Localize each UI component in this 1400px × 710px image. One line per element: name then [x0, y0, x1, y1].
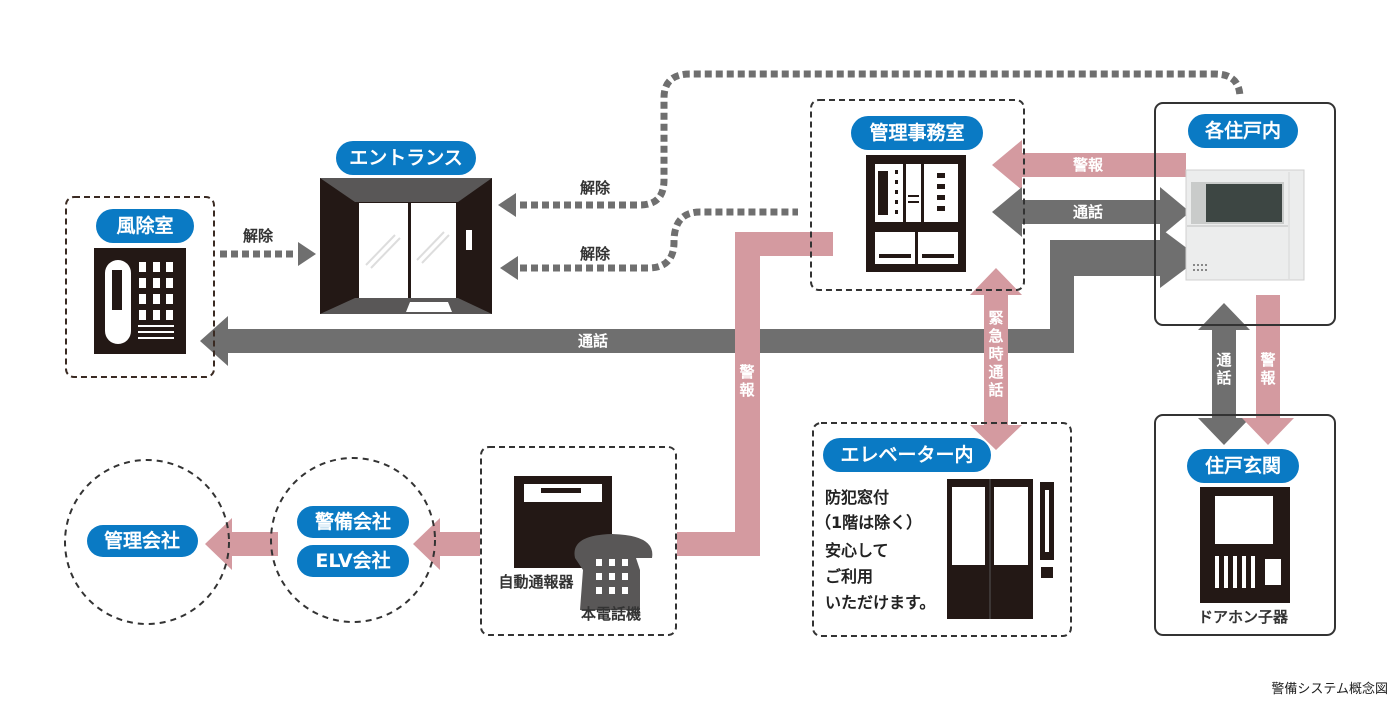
node-management-company: 管理会社: [64, 459, 230, 625]
room-monitor-icon: [1185, 169, 1305, 281]
svg-text:（1階は除く）: （1階は除く）: [815, 513, 922, 532]
automatic-door-icon: [320, 178, 492, 314]
svg-text:通: 通: [988, 363, 1003, 381]
call-label-unit-entrance-2: 話: [1216, 369, 1231, 387]
svg-text:ご利用: ご利用: [825, 567, 873, 586]
svg-text:防犯窓付: 防犯窓付: [825, 488, 889, 507]
node-auto-dialer: 自動通報器 本電話機: [480, 446, 677, 636]
svg-text:警備会社: 警備会社: [315, 510, 391, 533]
svg-text:安心して: 安心して: [825, 541, 889, 560]
release-line-bottom: [520, 208, 798, 272]
pill-management-office: [851, 116, 983, 150]
intercom-panel-icon: [94, 248, 186, 354]
alarm-label-unit-office: 警報: [1072, 156, 1104, 174]
pill-elevator-company: [297, 545, 409, 577]
svg-text:各住戸内: 各住戸内: [1204, 119, 1281, 142]
svg-text:エントランス: エントランス: [349, 147, 463, 169]
release-line-top: [520, 70, 1244, 209]
svg-text:時: 時: [988, 345, 1003, 363]
elevator-description: 防犯窓付 （1階は除く） 安心して ご利用 いただけます。: [815, 488, 935, 612]
release-label-windbreak: 解除: [243, 227, 274, 245]
control-panel-icon: [866, 155, 966, 272]
release-arrowhead-bottom: [500, 256, 518, 280]
release-arrowhead-top: [498, 193, 516, 217]
telephone-icon: [574, 534, 653, 610]
pill-security-company: [297, 506, 409, 538]
emergency-call-arrow: [970, 268, 1022, 450]
call-label-office-unit: 通話: [1073, 203, 1103, 221]
pill-entrance: [336, 141, 476, 175]
node-unit-entrance: 住戸玄関 ドアホン子器: [1154, 414, 1336, 636]
svg-text:緊: 緊: [988, 309, 1003, 327]
alarm-arrow-to-security: [413, 518, 480, 570]
svg-text:話: 話: [988, 381, 1003, 399]
figure-caption: 警備システム概念図: [1271, 681, 1388, 697]
release-label-bottom: 解除: [580, 245, 611, 263]
svg-text:管理事務室: 管理事務室: [869, 121, 964, 144]
node-entrance: エントランス: [320, 141, 492, 314]
release-label-top: 解除: [580, 179, 611, 197]
svg-text:ELV会社: ELV会社: [315, 549, 390, 572]
svg-text:管理会社: 管理会社: [104, 529, 180, 552]
node-windbreak-room: 風除室: [65, 196, 215, 378]
emergency-call-label: 緊 急 時 通 話: [988, 309, 1003, 399]
pill-windbreak-room: [96, 209, 194, 243]
alarm-label-dialer-1: 警: [738, 363, 754, 381]
alarm-label-dialer-2: 報: [739, 381, 755, 399]
alarm-line-dialer: [677, 232, 833, 556]
svg-text:エレベーター内: エレベーター内: [840, 443, 973, 466]
svg-text:風除室: 風除室: [116, 214, 173, 237]
svg-text:急: 急: [988, 327, 1003, 345]
call-label-unit-entrance-1: 通: [1216, 351, 1231, 369]
alarm-arrow-to-management-company: [205, 518, 278, 570]
call-label-long: 通話: [578, 332, 608, 350]
node-elevator: エレベーター内 防犯窓付 （1階は除く） 安心して ご利用 いただけます。: [812, 422, 1072, 637]
door-phone-icon: [1200, 487, 1290, 603]
node-each-unit: 各住戸内: [1154, 102, 1336, 326]
release-arrowhead-entrance-right: [298, 242, 316, 266]
pill-each-unit: [1188, 114, 1298, 148]
node-security-elv-companies: 警備会社 ELV会社: [270, 457, 436, 623]
alarm-arrow-unit-entrance: [1242, 295, 1294, 445]
door-phone-caption: ドアホン子器: [1198, 608, 1289, 626]
svg-text:住戸玄関: 住戸玄関: [1205, 454, 1281, 477]
auto-dialer-caption: 自動通報器: [498, 573, 574, 591]
pill-management-company: [87, 525, 198, 557]
call-arrow-office-unit: [992, 187, 1190, 237]
elevator-door-icon: [947, 479, 1054, 619]
pill-elevator: [823, 438, 991, 472]
pill-unit-entrance: [1187, 449, 1299, 483]
svg-text:いただけます。: いただけます。: [825, 593, 935, 612]
alarm-arrow-unit-to-office: [992, 140, 1186, 190]
call-arrow-long: [200, 228, 1200, 366]
call-arrow-unit-entrance: [1198, 303, 1250, 445]
telephone-caption: 本電話機: [581, 605, 641, 623]
alarm-label-unit-entrance-2: 報: [1260, 369, 1276, 387]
alarm-label-unit-entrance-1: 警: [1259, 351, 1275, 369]
node-management-office: 管理事務室: [810, 99, 1025, 291]
